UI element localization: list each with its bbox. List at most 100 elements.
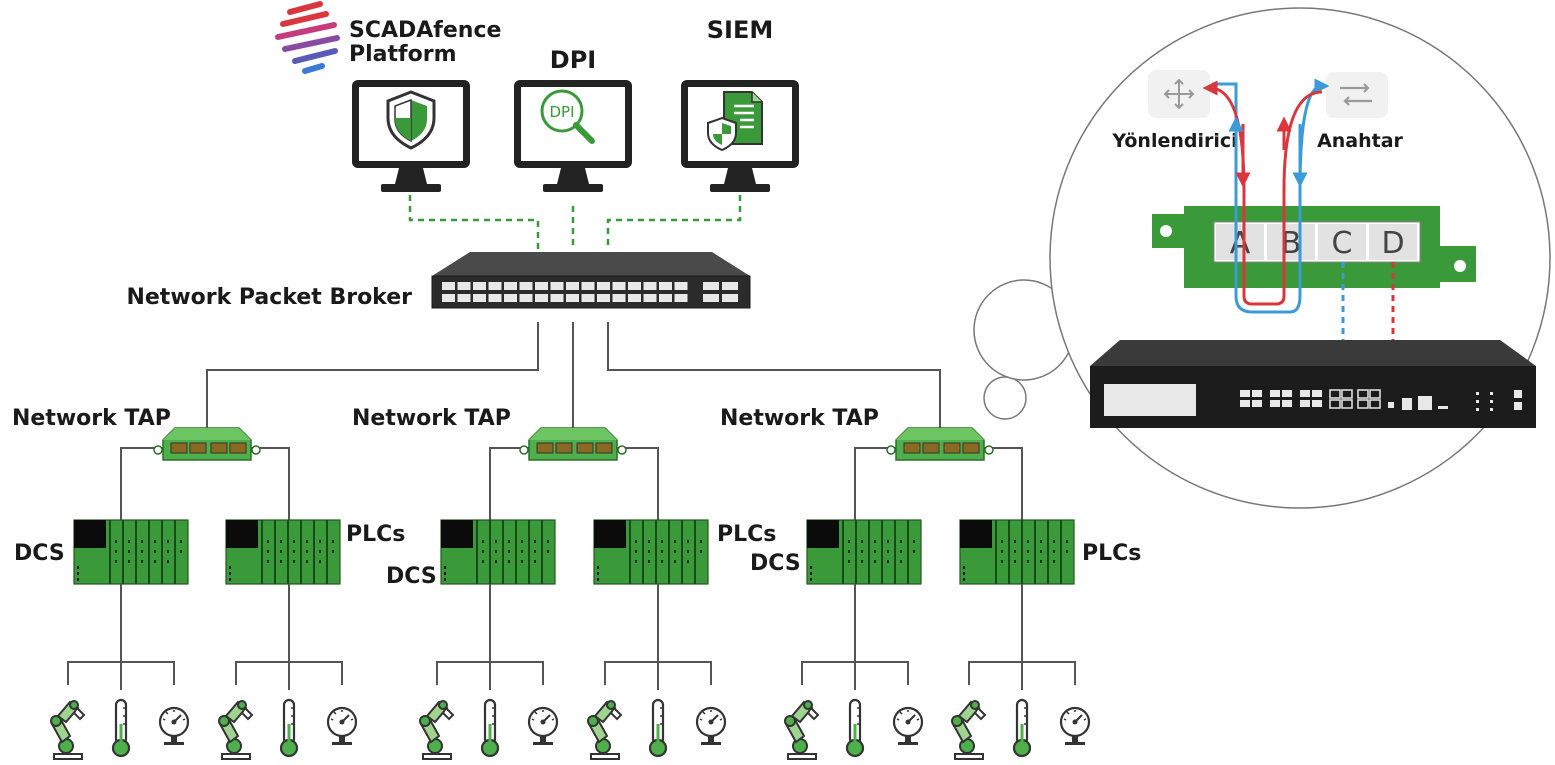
thermometer-icon [111, 698, 131, 758]
field-bus [436, 584, 544, 690]
tap-group-3 [784, 427, 1091, 760]
tap-label-3: Network TAP [720, 406, 879, 431]
broker-port [442, 282, 455, 290]
inset-tap-board: A B C D [1152, 206, 1476, 288]
logo-mark-icon [275, 1, 340, 74]
broker-links [206, 322, 941, 428]
broker-port [504, 294, 517, 302]
field-bus [968, 584, 1076, 690]
field-bus [604, 584, 712, 690]
robot-arm-icon [587, 700, 622, 760]
broker-port [473, 294, 486, 302]
monitor-label-siem: SIEM [707, 16, 774, 44]
broker-port [550, 282, 564, 290]
broker-port [612, 294, 626, 302]
robot-arm-icon [951, 700, 986, 760]
broker-port [597, 294, 610, 302]
robot-arm-icon [218, 700, 253, 760]
port-c-label: C [1332, 226, 1353, 261]
router-label: Yönlendirici [1111, 130, 1237, 152]
thermometer-icon [480, 698, 500, 758]
broker-port [597, 282, 610, 290]
broker-port [628, 282, 641, 290]
port-d-label: D [1381, 226, 1404, 261]
pressure-gauge-icon [695, 706, 727, 747]
broker-port [457, 282, 471, 290]
pressure-gauge-icon [527, 706, 559, 747]
controller-label-plcs-2: PLCs [717, 522, 776, 547]
robot-arm-icon [50, 700, 85, 760]
broker-port [519, 282, 533, 290]
dcs-controller [440, 519, 556, 585]
broker-port [488, 282, 502, 290]
thermometer-icon [845, 698, 865, 758]
scadafence-logo: SCADAfence Platform [275, 1, 501, 74]
thermometer-icon [648, 698, 668, 758]
broker-port [519, 294, 533, 302]
thermometer-icon [279, 698, 299, 758]
port-b-label: B [1281, 226, 1302, 261]
broker-port [550, 294, 564, 302]
broker-uplink-port [722, 282, 738, 290]
controller-label-dcs-3: DCS [750, 551, 801, 576]
broker-port [643, 282, 657, 290]
broker-uplink-port [703, 294, 719, 302]
logo-text-line1: SCADAfence [349, 18, 501, 43]
broker-uplink-port [722, 294, 738, 302]
tap-group-2 [419, 427, 727, 760]
broker-port [674, 282, 688, 290]
robot-arm-icon [419, 700, 454, 760]
dcs-controller [73, 519, 189, 585]
monitor-links [408, 195, 742, 250]
pressure-gauge-icon [158, 706, 190, 747]
router-icon [1148, 70, 1210, 118]
switch-label: Anahtar [1317, 130, 1403, 152]
pressure-gauge-icon [1059, 706, 1091, 747]
monitoring-appliance [1090, 340, 1536, 428]
field-bus [235, 584, 343, 690]
dpi-magnifier-icon: DPI [540, 89, 595, 144]
dcs-controller [806, 519, 922, 585]
controller-label-plcs-3: PLCs [1082, 541, 1141, 566]
monitor-siem [681, 80, 799, 192]
switch-icon [1326, 72, 1388, 118]
network-packet-broker [431, 252, 751, 309]
broker-port [457, 294, 471, 302]
broker-label: Network Packet Broker [126, 285, 412, 310]
controller-label-dcs-2: DCS [386, 564, 437, 589]
broker-port [473, 282, 486, 290]
plc-controller [959, 519, 1075, 585]
lower-tree [50, 427, 1091, 760]
controller-label-plcs-1: PLCs [346, 522, 405, 547]
broker-port [581, 282, 595, 290]
plc-controller [593, 519, 709, 585]
thermometer-icon [1012, 698, 1032, 758]
broker-ports [442, 282, 738, 302]
logo-text-line2: Platform [349, 42, 457, 67]
broker-port [659, 282, 672, 290]
tap-group-1 [50, 427, 358, 760]
monitor-label-dpi: DPI [550, 46, 596, 74]
broker-port [504, 282, 517, 290]
controller-label-dcs-1: DCS [14, 541, 65, 566]
broker-port [488, 294, 502, 302]
network-tap-device [519, 427, 627, 461]
broker-port [643, 294, 657, 302]
port-a-label: A [1230, 226, 1251, 261]
field-bus [67, 584, 175, 690]
plc-controller [225, 519, 341, 585]
broker-port [674, 294, 688, 302]
dpi-icon-text: DPI [549, 103, 574, 121]
field-bus [801, 584, 909, 690]
broker-port [628, 294, 641, 302]
broker-uplink-port [703, 282, 719, 290]
inset-bubble: Yönlendirici Anahtar A B C D [973, 7, 1551, 509]
broker-port [442, 294, 455, 302]
tap-label-2: Network TAP [352, 406, 511, 431]
monitor-dpi: DPI [514, 80, 632, 192]
broker-port [566, 294, 579, 302]
shield-icon [386, 90, 436, 150]
broker-port [566, 282, 579, 290]
broker-port [535, 282, 548, 290]
